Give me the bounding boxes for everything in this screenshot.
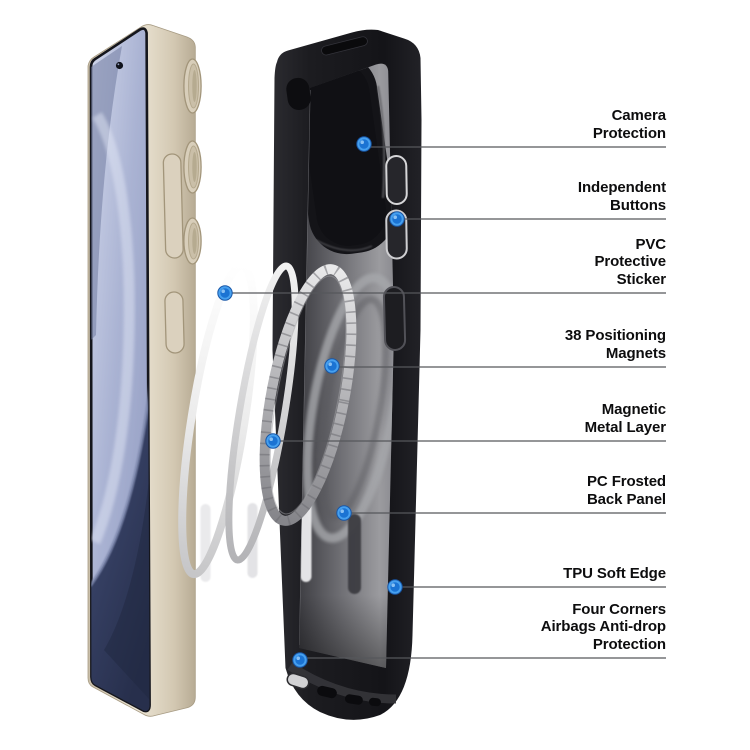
charging-port-slot: [286, 672, 310, 690]
inner-corner-piece: [286, 77, 311, 110]
magsafe-rings: [178, 261, 357, 579]
case-bottom-rim: [286, 662, 397, 707]
callout-dot[interactable]: [265, 433, 281, 449]
callout-dot[interactable]: [387, 579, 403, 595]
magnet-ring-middle-gray: [225, 262, 299, 564]
callout-dot[interactable]: [292, 652, 308, 668]
camera-cutout: [299, 63, 394, 255]
callout-dot[interactable]: [336, 505, 352, 521]
in-case-streak-light: [300, 502, 312, 582]
phone-side-buttons: [162, 153, 185, 354]
callout-dot[interactable]: [356, 136, 372, 152]
punch-hole-camera-icon: [115, 61, 124, 70]
phone-camera-lenses: [183, 58, 202, 265]
case-buttons: [382, 154, 408, 351]
top-rim-slot: [321, 36, 368, 56]
magnet-ring-segmented: [259, 264, 357, 526]
punch-hole-glint: [117, 63, 120, 66]
callout-layer: [217, 136, 666, 668]
callout-dot[interactable]: [389, 211, 405, 227]
magnet-ring-outer-white: [178, 261, 258, 579]
in-case-streak-dark: [348, 514, 361, 594]
callout-dot[interactable]: [324, 358, 340, 374]
phone-wallpaper: [91, 46, 150, 712]
callout-dot[interactable]: [217, 285, 233, 301]
phone-illustration: [87, 24, 202, 717]
